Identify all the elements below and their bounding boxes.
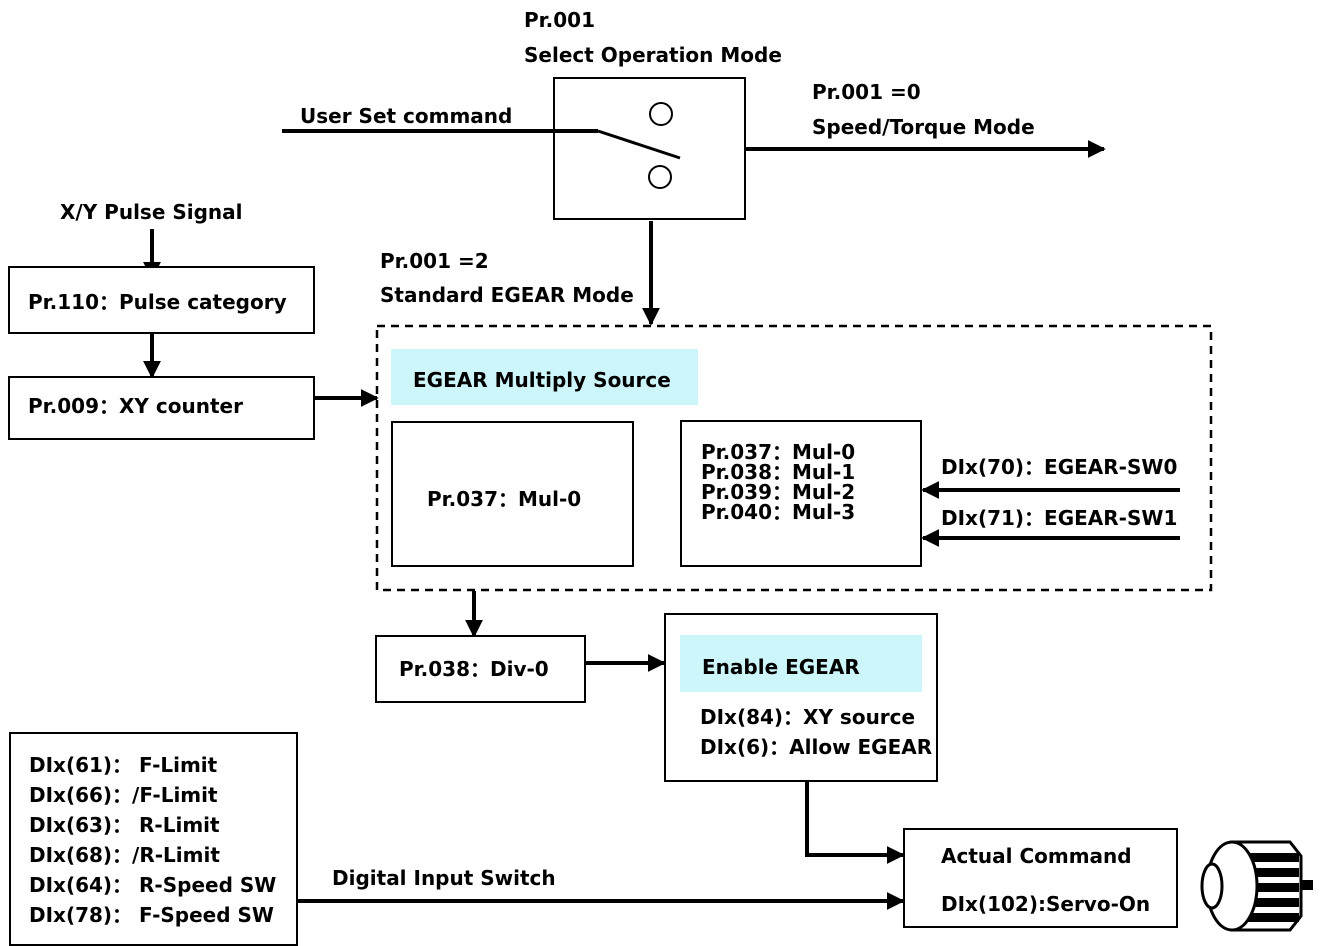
enable-egear-list: DIx(84)：XY source DIx(6)：Allow EGEAR xyxy=(700,702,932,762)
enable-egear-item: DIx(84)：XY source xyxy=(700,705,916,729)
enable-egear-item: DIx(6)：Allow EGEAR xyxy=(700,735,933,759)
limit-inputs-box: DIx(61)： F-Limit DIx(66)：/F-Limit DIx(63… xyxy=(9,732,298,946)
egear-mode-value-label: Pr.001 =2 xyxy=(380,249,489,273)
mode-param-label: Pr.001 xyxy=(524,8,596,32)
actual-command-title: Actual Command xyxy=(941,844,1132,868)
pulse-category-box: Pr.110：Pulse category xyxy=(8,266,315,334)
pulse-signal-label: X/Y Pulse Signal xyxy=(60,200,243,224)
divider-box: Pr.038：Div-0 xyxy=(375,635,586,703)
limit-input-item: DIx(66)：/F-Limit xyxy=(29,783,218,807)
servo-on-label: DIx(102):Servo-On xyxy=(941,892,1151,916)
digital-input-label: Digital Input Switch xyxy=(332,866,556,890)
egear-sw1-label: DIx(71)：EGEAR-SW1 xyxy=(941,506,1178,530)
switch-contact-bottom xyxy=(648,165,672,189)
limit-inputs-list: DIx(61)： F-Limit DIx(66)：/F-Limit DIx(63… xyxy=(29,750,276,930)
egear-sw0-label: DIx(70)：EGEAR-SW0 xyxy=(941,455,1178,479)
multi-mul-item: Pr.039：Mul-2 xyxy=(701,480,856,504)
multi-mul-item: Pr.038：Mul-1 xyxy=(701,460,856,484)
limit-input-item: DIx(61)： F-Limit xyxy=(29,753,218,777)
actual-command-box: Actual Command DIx(102):Servo-On xyxy=(903,828,1178,928)
switch-blade xyxy=(597,129,681,160)
egear-source-container xyxy=(375,324,1213,592)
multi-mul-item: Pr.040：Mul-3 xyxy=(701,500,856,524)
limit-input-item: DIx(64)： R-Speed SW xyxy=(29,873,277,897)
xy-counter-box: Pr.009：XY counter xyxy=(8,376,315,440)
multi-mul-list: Pr.037：Mul-0 Pr.038：Mul-1 Pr.039：Mul-2 P… xyxy=(701,442,855,522)
multi-mul-box: Pr.037：Mul-0 Pr.038：Mul-1 Pr.039：Mul-2 P… xyxy=(680,420,922,567)
limit-input-item: DIx(63)： R-Limit xyxy=(29,813,220,837)
limit-input-item: DIx(78)： F-Speed SW xyxy=(29,903,274,927)
divider-text: Pr.038：Div-0 xyxy=(399,657,549,681)
speed-mode-label: Speed/Torque Mode xyxy=(812,115,1035,139)
enable-egear-header: Enable EGEAR xyxy=(680,635,922,692)
xy-counter-text: Pr.009：XY counter xyxy=(28,394,243,418)
enable-egear-header-text: Enable EGEAR xyxy=(702,655,860,679)
speed-mode-value-label: Pr.001 =0 xyxy=(812,80,921,104)
mode-title-label: Select Operation Mode xyxy=(524,43,782,67)
egear-source-header: EGEAR Multiply Source xyxy=(391,349,698,405)
user-command-label: User Set command xyxy=(300,104,513,128)
switch-contact-top xyxy=(649,102,673,126)
operation-mode-switch xyxy=(553,77,746,220)
limit-input-item: DIx(68)：/R-Limit xyxy=(29,843,220,867)
enable-to-actual-arrow xyxy=(805,781,905,864)
egear-source-header-text: EGEAR Multiply Source xyxy=(413,368,671,392)
egear-mode-label: Standard EGEAR Mode xyxy=(380,283,634,307)
single-mul-text: Pr.037：Mul-0 xyxy=(427,487,582,511)
servo-motor-icon xyxy=(1200,840,1313,932)
pulse-category-text: Pr.110：Pulse category xyxy=(28,290,287,314)
multi-mul-item: Pr.037：Mul-0 xyxy=(701,440,856,464)
single-mul-box: Pr.037：Mul-0 xyxy=(391,421,634,567)
